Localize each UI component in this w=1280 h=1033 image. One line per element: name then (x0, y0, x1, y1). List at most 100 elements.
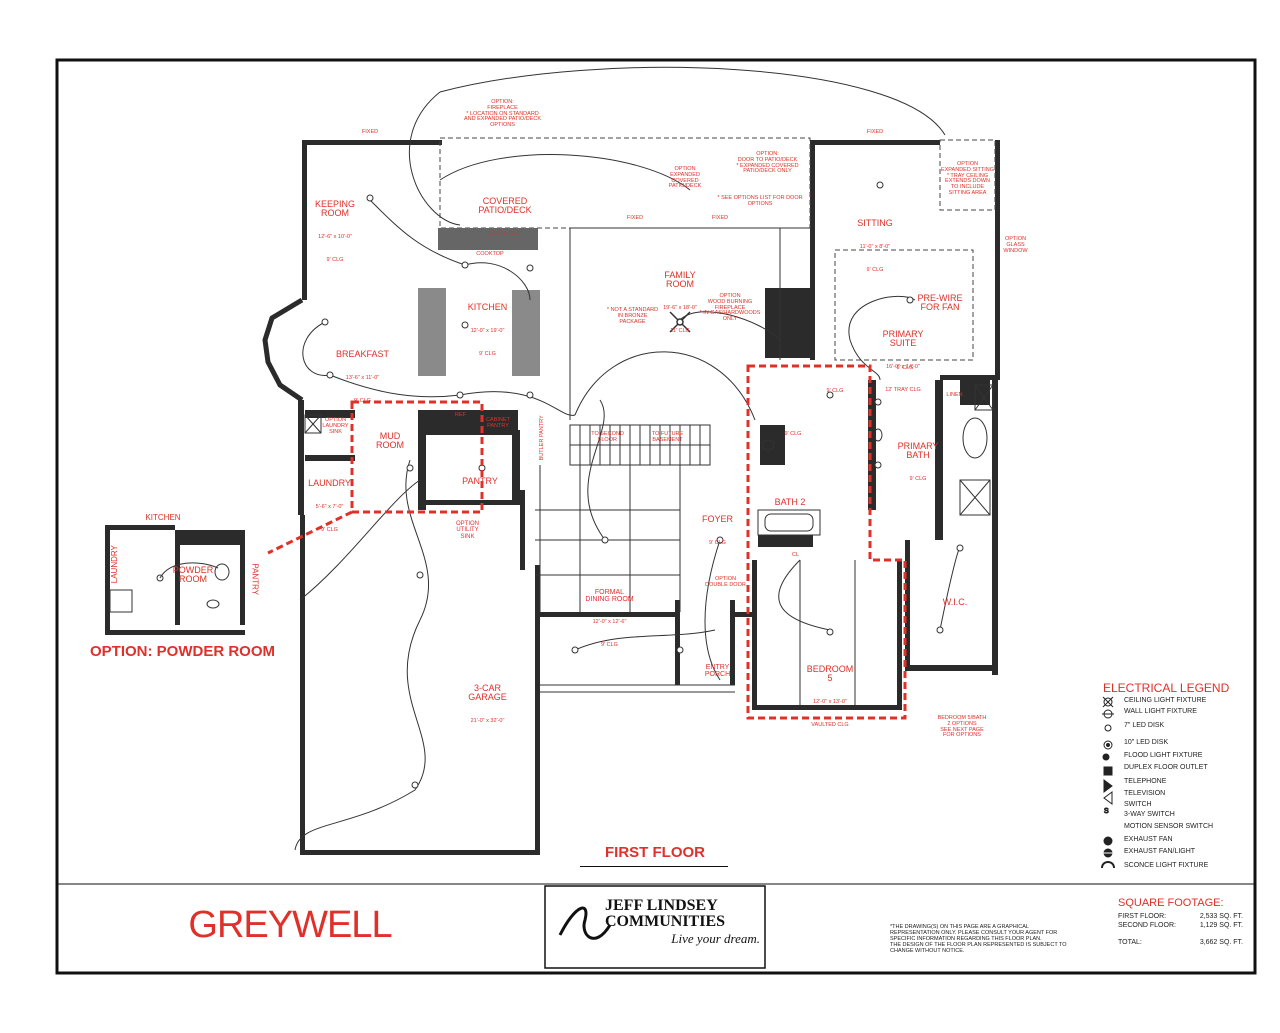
see-options-note: * SEE OPTIONS LIST FOR DOOR OPTIONS (717, 195, 803, 207)
room-ceiling: 9' CLG (909, 476, 927, 483)
primary-suite-label: PRIMARY SUITE 16'-0" x 14'-0" 12' TRAY C… (868, 313, 938, 411)
dashed-options (439, 137, 996, 705)
legend-symbols: S (1101, 696, 1115, 869)
fixed-window-note: FIXED (361, 129, 379, 135)
legend-item: MOTION SENSOR SWITCH (1124, 823, 1214, 830)
logo-line1: JEFF LINDSEY (605, 897, 718, 914)
not-standard-note: * NOT A STANDARD IN BRONZE PACKAGE (606, 307, 659, 325)
legend-item: DUPLEX FLOOR OUTLET (1124, 764, 1208, 771)
room-name: KITCHEN (467, 301, 508, 312)
cabinet-pantry-note: CABINET PANTRY (486, 417, 510, 429)
disclaimer-text: *THE DRAWING(S) ON THIS PAGE ARE A GRAPH… (890, 924, 1067, 955)
kitchen-islands (418, 228, 540, 376)
legend-item: WALL LIGHT FIXTURE (1124, 708, 1197, 715)
bath2-label: BATH 2 (774, 497, 806, 507)
garage-label: 3-CAR GARAGE 21'-0" x 32'-0" (450, 667, 525, 742)
room-ceiling: 9' CLG (354, 397, 371, 404)
to-second-floor-note: TO SECOND FLOOR (591, 431, 624, 443)
legend-title: ELECTRICAL LEGEND (1103, 681, 1230, 695)
ref-note: REF (455, 412, 466, 418)
glass-window-note: OPTION GLASS WINDOW (1003, 236, 1028, 254)
room-dims: 12'-0" x 12'-6" (592, 619, 627, 626)
legend-item: CEILING LIGHT FIXTURE (1124, 697, 1207, 704)
legend-item: 7" LED DISK (1124, 722, 1165, 729)
wic-label: W.I.C. (942, 597, 968, 607)
ceiling-fan-icon (669, 311, 691, 333)
square-footage: SQUARE FOOTAGE: FIRST FLOOR:2,533 SQ. FT… (1118, 897, 1243, 947)
expanded-sitting-note: OPTION EXPANDED SITTING * TRAY CEILING E… (940, 161, 995, 196)
bath-fixtures (304, 384, 994, 536)
logo-box (544, 885, 766, 969)
bedroom-bath-options-note: BEDROOM 5/BATH 2 OPTIONS SEE NEXT PAGE F… (937, 715, 987, 739)
family-room-label: FAMILY ROOM 19'-6" x 18'-0" 11' CLG (645, 254, 715, 352)
fixed-window-note-4: FIXED (711, 215, 729, 221)
room-name: FAMILY ROOM (664, 269, 696, 290)
powder-option-laundry-label: LAUNDRY (109, 545, 119, 584)
room-name: SITTING (857, 217, 893, 228)
room-ceiling: 9' CLG (601, 641, 618, 648)
svg-text:S: S (1104, 808, 1109, 815)
wood-fireplace-note: OPTION WOOD BURNING FIREPLACE * IN GAS/H… (699, 293, 761, 323)
logo-monogram-icon (558, 906, 612, 940)
room-name: PRIMARY SUITE (882, 328, 924, 349)
room-dims: 12'-6" x 10'-0" (318, 234, 352, 241)
sqft-rows: FIRST FLOOR:2,533 SQ. FT.SECOND FLOOR:1,… (1118, 912, 1243, 947)
prewire-fan-note: PRE-WIRE FOR FAN (917, 293, 963, 313)
ceiling-note: 9' CLG (826, 388, 844, 394)
electrical-legend: ELECTRICAL LEGEND (1103, 681, 1253, 695)
room-name: FORMAL DINING ROOM (585, 588, 634, 604)
page-border (55, 58, 1257, 975)
legend-item: 3-WAY SWITCH (1124, 811, 1175, 818)
sqft-label: TOTAL: (1118, 939, 1142, 947)
room-dims: 13'-6" x 11'-0" (345, 375, 380, 382)
first-floor-underline (580, 866, 728, 867)
entry-porch-label: ENTRY PORCH (704, 664, 731, 679)
fireplace-option-note: OPTION: FIREPLACE * LOCATION ON STANDARD… (463, 99, 541, 129)
room-ceiling: 12' TRAY CLG (885, 387, 921, 394)
room-name: KEEPING ROOM (314, 198, 355, 219)
covered-patio-label: COVERED PATIO/DECK 12'-0" x 12'-0" (465, 180, 545, 255)
fixed-window-note-2: FIXED (866, 129, 884, 135)
cooktop-note: COOKTOP (476, 251, 504, 257)
sqft-row: SECOND FLOOR:1,129 SQ. FT. (1118, 921, 1243, 930)
sqft-row: FIRST FLOOR:2,533 SQ. FT. (1118, 912, 1243, 921)
wiring-lines (294, 66, 961, 851)
room-name: 3-CAR GARAGE (468, 682, 507, 703)
room-ceiling: 9' CLG (321, 526, 338, 533)
room-name: BEDROOM 5 (806, 663, 854, 684)
sqft-row: TOTAL: 3,662 SQ. FT. (1118, 938, 1243, 947)
room-dims: 11'-0" x 8'-0" (859, 244, 891, 251)
sqft-label: SECOND FLOOR: (1118, 922, 1176, 930)
company-logo: JEFF LINDSEY COMMUNITIES Live your dream… (605, 897, 760, 946)
room-name: PRIMARY BATH (897, 440, 939, 461)
double-door-note: OPTION DOUBLE DOOR (705, 576, 746, 588)
keeping-room-label: KEEPING ROOM 12'-6" x 10'-0" 9' CLG (300, 183, 370, 281)
powder-option-pantry-label: PANTRY (250, 563, 260, 596)
ceiling-note-suite: 9' CLG (896, 365, 914, 371)
room-ceiling: 11' CLG (670, 328, 690, 335)
sqft-label: FIRST FLOOR: (1118, 913, 1167, 920)
butler-pantry-note: BUTLER PANTRY (539, 415, 546, 461)
kitchen-label: KITCHEN 12'-0" x 19'-0" 9' CLG (455, 286, 520, 374)
room-name: FOYER (701, 513, 733, 524)
fixed-window-note-3: FIXED (626, 215, 644, 221)
legend-item: FLOOD LIGHT FIXTURE (1124, 752, 1203, 759)
room-ceiling: 9' CLG (709, 540, 726, 547)
powder-room-label: POWDER ROOM (172, 565, 214, 585)
laundry-sink-note: OPTION LAUNDRY SINK (322, 417, 349, 435)
room-dims: 12'-0" x 13'-0" (813, 699, 847, 706)
sqft-value: 3,662 SQ. FT. (1199, 939, 1243, 947)
room-dims: 12'-0" x 12'-0" (488, 231, 522, 238)
stairs (569, 424, 711, 466)
to-basement-note: TO FUTURE BASEMENT (651, 431, 684, 443)
powder-room-option-caption: OPTION: POWDER ROOM (90, 643, 275, 660)
foyer-label: FOYER 9' CLG (695, 498, 740, 564)
legend-item: SWITCH (1124, 801, 1152, 808)
legend-item: EXHAUST FAN (1124, 836, 1173, 843)
ceiling-note-bath2: 9' CLG (784, 431, 802, 437)
room-dims: 21'-0" x 32'-0" (470, 718, 505, 725)
pantry-label: PANTRY (462, 476, 498, 486)
plan-name: GREYWELL (188, 904, 392, 946)
bedroom5-label: BEDROOM 5 12'-0" x 13'-0" VAULTED CLG (795, 648, 865, 746)
